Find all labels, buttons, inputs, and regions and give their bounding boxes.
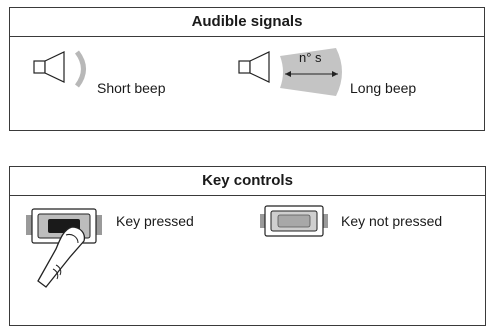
key-controls-panel: Key controls Key pressed Key not pres bbox=[9, 166, 486, 326]
key-pressed-label: Key pressed bbox=[116, 213, 194, 229]
key-pressed-icon bbox=[26, 205, 102, 297]
long-beep-label: Long beep bbox=[350, 80, 417, 96]
audible-signals-title: Audible signals bbox=[10, 8, 484, 37]
long-beep-duration-label: n° s bbox=[299, 50, 322, 65]
speaker-icon bbox=[238, 50, 274, 84]
short-beep-label: Short beep bbox=[97, 80, 166, 96]
short-beep-wave-icon bbox=[74, 50, 90, 88]
key-not-pressed-label: Key not pressed bbox=[341, 213, 443, 229]
audible-signals-panel: Audible signals Short beep n° s Long bee… bbox=[9, 7, 485, 131]
speaker-icon bbox=[33, 50, 69, 84]
key-controls-title: Key controls bbox=[10, 167, 485, 196]
long-beep-wave-icon bbox=[276, 46, 350, 98]
key-icon bbox=[260, 205, 328, 237]
